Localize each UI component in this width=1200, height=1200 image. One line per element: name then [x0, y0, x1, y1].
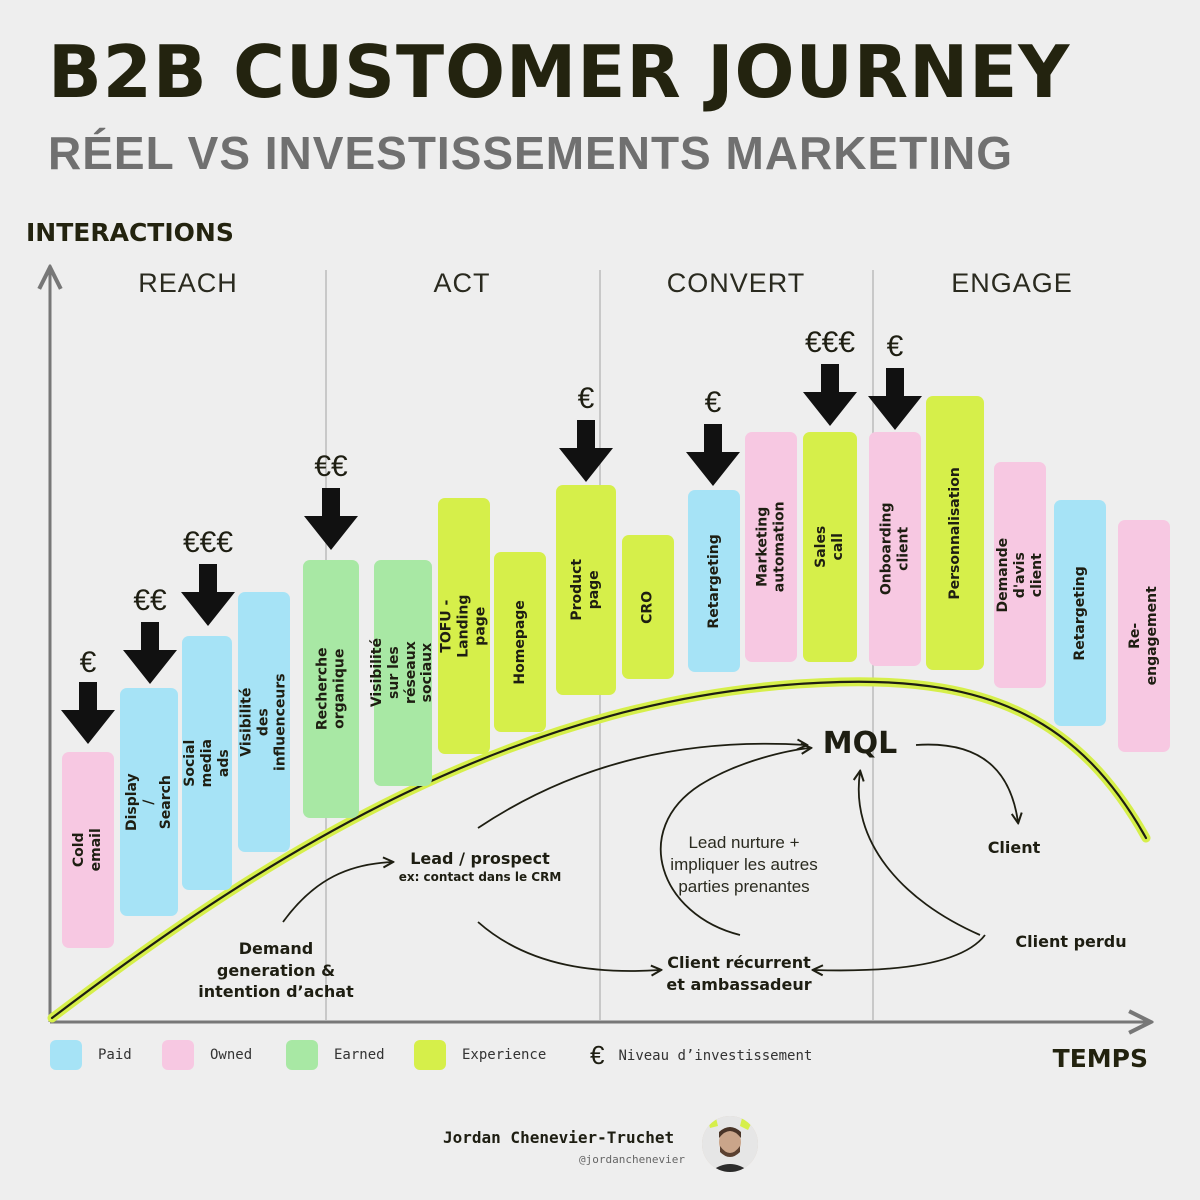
- stage-reach: REACH: [138, 268, 238, 298]
- down-arrow-icon: [686, 424, 740, 486]
- touchpoint-re-engagement: Re-engagement: [1118, 520, 1170, 752]
- client-perdu-label: Client perdu: [1015, 932, 1127, 951]
- legend-swatch: [162, 1040, 194, 1070]
- touchpoint-recherche-organique: Recherche organique: [303, 560, 359, 818]
- legend-paid: Paid: [50, 1040, 132, 1070]
- down-arrow-icon: [123, 622, 177, 684]
- touchpoint-label: Demande d'avis client: [994, 537, 1045, 613]
- touchpoint-onboarding-client: Onboarding client: [869, 432, 921, 666]
- demand-generation-label: Demand generation & intention d’achat: [198, 939, 354, 1002]
- touchpoint-label: Marketing automation: [754, 501, 788, 593]
- legend-swatch: [286, 1040, 318, 1070]
- investment-level: €€: [133, 584, 167, 617]
- legend-label: Paid: [98, 1047, 132, 1063]
- legend-swatch: [50, 1040, 82, 1070]
- touchpoint-demande-avis: Demande d'avis client: [994, 462, 1046, 688]
- legend-label: Earned: [334, 1047, 385, 1063]
- euro-icon: €: [590, 1040, 605, 1070]
- investment-level: €: [79, 646, 97, 679]
- x-axis-label: TEMPS: [1052, 1044, 1148, 1073]
- touchpoint-retargeting-engage: Retargeting: [1054, 500, 1106, 726]
- stage-convert: CONVERT: [666, 268, 806, 298]
- touchpoint-cold-email: Cold email: [62, 752, 114, 948]
- touchpoint-label: Recherche organique: [314, 647, 348, 731]
- author-name: Jordan Chenevier-Truchet: [443, 1128, 675, 1147]
- touchpoint-homepage: Homepage: [494, 552, 546, 732]
- touchpoint-label: Visibilité des influenceurs: [238, 673, 289, 771]
- stage-engage: ENGAGE: [951, 268, 1073, 298]
- investment-level: €: [886, 330, 904, 363]
- client-recurrent-label: Client récurrent et ambassadeur: [666, 953, 812, 994]
- touchpoint-label: CRO: [639, 590, 656, 624]
- touchpoint-tofu-landing-page: TOFU - Landing page: [438, 498, 490, 754]
- touchpoint-label: Retargeting: [1071, 565, 1088, 661]
- stage-act: ACT: [433, 268, 491, 298]
- flow-arrows: [282, 744, 1018, 971]
- touchpoint-reseaux-sociaux: Visibilité sur les réseaux sociaux: [369, 560, 436, 786]
- investment-level: €: [577, 382, 595, 415]
- touchpoint-label: Re-engagement: [1127, 586, 1160, 686]
- lead-nurture-label: Lead nurture + impliquer les autres part…: [670, 833, 818, 897]
- page-subtitle: RÉEL VS INVESTISSEMENTS MARKETING: [48, 127, 1014, 179]
- avatar: [702, 1116, 758, 1172]
- legend-label: Experience: [462, 1047, 547, 1063]
- touchpoint-social-media-ads: Social media ads: [182, 636, 232, 890]
- down-arrow-icon: [868, 368, 922, 430]
- client-label: Client: [987, 838, 1041, 857]
- y-axis-label: INTERACTIONS: [26, 218, 234, 247]
- legend-swatch: [414, 1040, 446, 1070]
- lead-prospect-title: Lead / prospect: [410, 849, 550, 868]
- touchpoint-retargeting: Retargeting: [688, 490, 740, 672]
- investment-level: €€€: [182, 526, 234, 559]
- touchpoint-product-page: Product page: [556, 485, 616, 695]
- down-arrow-icon: [304, 488, 358, 550]
- touchpoint-label: Cold email: [71, 828, 104, 872]
- touchpoint-label: Onboarding client: [878, 502, 912, 596]
- investment-level: €€€: [804, 326, 856, 359]
- legend-investment: € Niveau d’investissement: [590, 1040, 812, 1071]
- investment-level: €: [704, 386, 722, 419]
- touchpoint-label: Retargeting: [705, 533, 722, 629]
- author-handle: @jordanchenevier: [579, 1153, 685, 1166]
- down-arrow-icon: [803, 364, 857, 426]
- page-title: B2B CUSTOMER JOURNEY: [48, 30, 1071, 114]
- legend-owned: Owned: [162, 1040, 252, 1070]
- touchpoint-label: Sales call: [813, 525, 846, 569]
- touchpoint-label: Display / Search: [123, 773, 174, 831]
- mql-label: MQL: [822, 726, 898, 761]
- down-arrow-icon: [559, 420, 613, 482]
- down-arrow-icon: [181, 564, 235, 626]
- touchpoint-marketing-automation: Marketing automation: [745, 432, 797, 662]
- touchpoint-display-search: Display / Search: [120, 688, 178, 916]
- investment-level: €€: [314, 450, 348, 483]
- touchpoint-label: Product page: [569, 559, 603, 621]
- touchpoint-sales-call: Sales call: [803, 432, 857, 662]
- touchpoint-personnalisation: Personnalisation: [926, 396, 984, 670]
- legend-earned: Earned: [286, 1040, 385, 1070]
- engagement-curve: [47, 677, 1151, 1023]
- touchpoint-label: Social media ads: [181, 738, 232, 788]
- legend-experience: Experience: [414, 1040, 546, 1070]
- touchpoint-influenceurs: Visibilité des influenceurs: [238, 592, 290, 852]
- touchpoint-cro: CRO: [622, 535, 674, 679]
- down-arrow-icon: [61, 682, 115, 744]
- touchpoint-label: TOFU - Landing page: [438, 594, 489, 658]
- touchpoint-label: Personnalisation: [946, 466, 963, 600]
- lead-prospect-subtitle: ex: contact dans le CRM: [398, 870, 562, 884]
- legend-label: Owned: [210, 1047, 253, 1063]
- touchpoint-label: Homepage: [511, 599, 528, 685]
- legend-label: Niveau d’investissement: [618, 1047, 813, 1064]
- touchpoint-label: Visibilité sur les réseaux sociaux: [369, 638, 436, 708]
